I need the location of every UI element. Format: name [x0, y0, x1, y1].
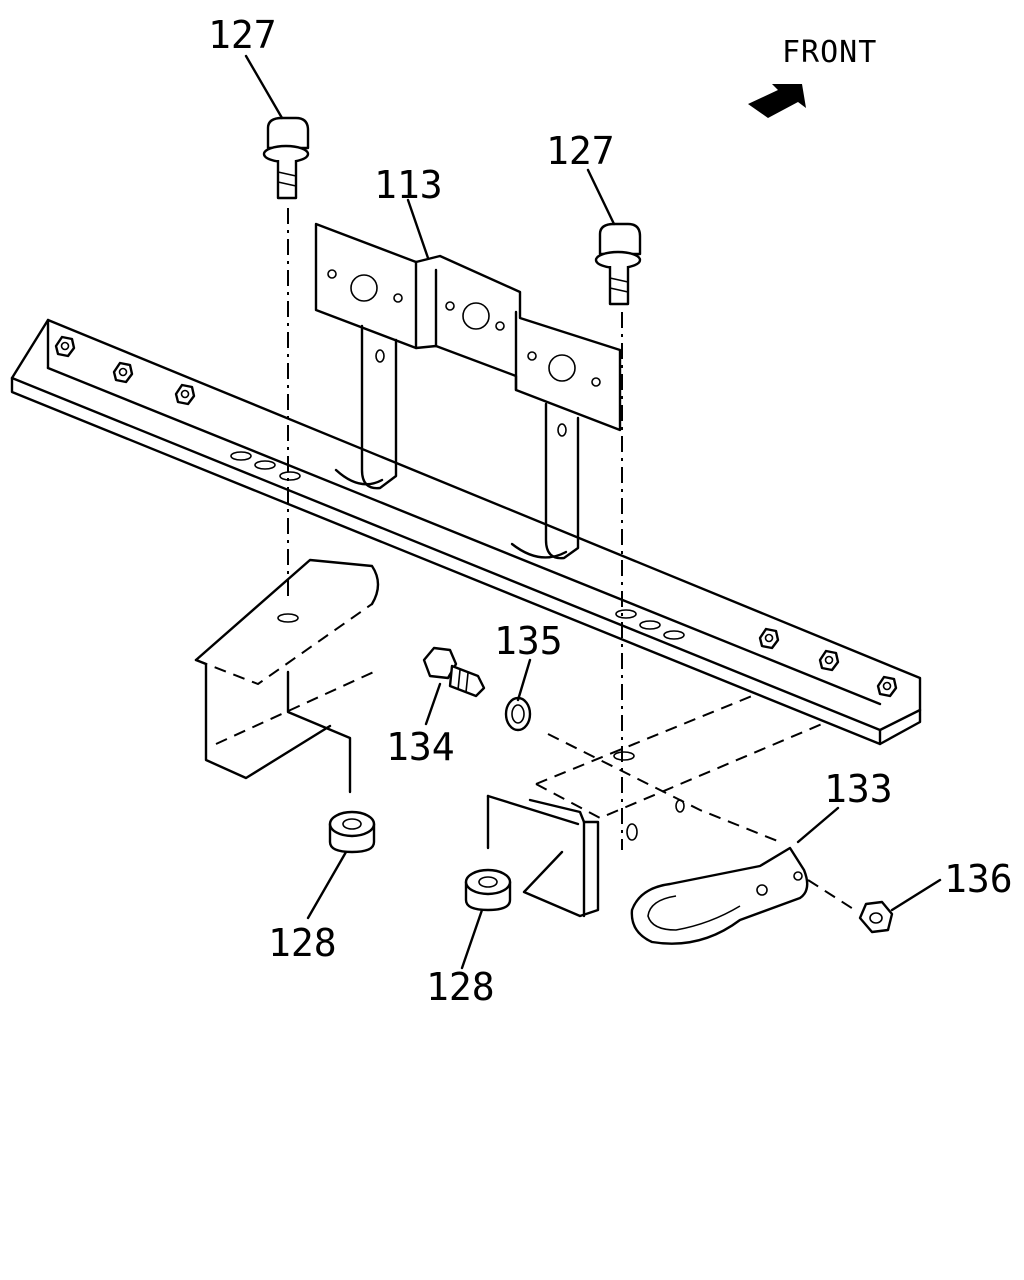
bolt-upper-left-icon: [262, 116, 310, 200]
rail-nut-icon: [54, 335, 76, 358]
callout-label: 128: [268, 921, 337, 965]
callout-label: 134: [386, 725, 455, 769]
bolt-upper-right-icon: [594, 222, 642, 306]
front-label: FRONT: [782, 35, 877, 70]
rail-nut-icon: [818, 649, 840, 672]
callout-label: 128: [426, 965, 495, 1009]
callout-label: 133: [824, 767, 893, 811]
washer-icon: [504, 696, 532, 732]
callout-label: 127: [546, 129, 615, 173]
callout-label: 113: [374, 163, 443, 207]
rail-nut-icon: [174, 383, 196, 406]
bolt-side-icon: [422, 646, 486, 698]
nut-lower-left-icon: [328, 810, 376, 854]
tow-hook-icon: [630, 846, 809, 945]
front-indicator: FRONT: [748, 35, 877, 118]
rail-nut-icon: [876, 675, 898, 698]
nut-lower-center-icon: [464, 868, 512, 912]
rail-nut-icon: [112, 361, 134, 384]
front-arrow-icon: [748, 84, 806, 118]
callout-label: 136: [944, 857, 1013, 901]
bracket-plate: [314, 222, 622, 560]
callout-label: 135: [494, 619, 563, 663]
nut-right-icon: [858, 900, 894, 934]
angle-rail: [10, 318, 922, 746]
rail-nut-icon: [758, 627, 780, 650]
frame-member-right: [486, 695, 823, 918]
frame-member-left: [194, 558, 380, 794]
callout-label: 127: [208, 13, 277, 57]
